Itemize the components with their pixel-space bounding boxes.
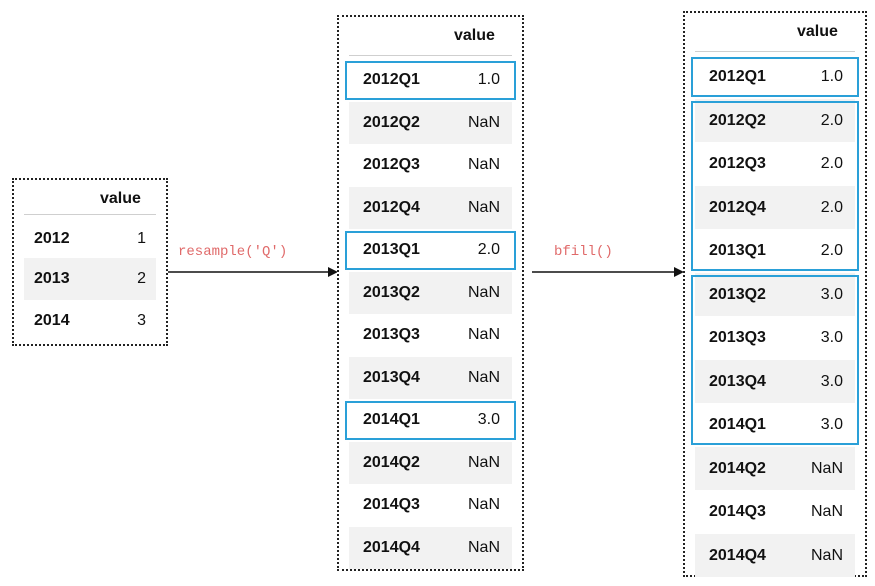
table-row: 2012Q2 NaN — [349, 101, 512, 144]
row-value: 1 — [137, 230, 146, 247]
table-row: 2012Q1 1.0 — [695, 55, 855, 99]
row-index: 2014Q1 — [363, 411, 420, 428]
row-index: 2012Q2 — [709, 111, 766, 129]
row-index: 2014 — [34, 312, 70, 329]
row-value: 3 — [137, 312, 146, 329]
table-row: 2013Q3 3.0 — [695, 316, 855, 360]
row-value: NaN — [467, 283, 500, 301]
table-row: 2014Q2 NaN — [695, 446, 855, 490]
row-index: 2012Q4 — [363, 198, 420, 216]
row-value: 1.0 — [477, 71, 500, 88]
row-value: NaN — [467, 453, 500, 471]
table-row: 2012Q3 2.0 — [695, 142, 855, 186]
row-index: 2012Q2 — [363, 113, 420, 131]
row-value: NaN — [467, 496, 500, 513]
table-row: 2014Q2 NaN — [349, 441, 512, 484]
table-row: 2012 1 — [24, 218, 156, 260]
row-value: 3.0 — [820, 285, 843, 303]
row-value: NaN — [467, 326, 500, 343]
annual-table: value 2012 1 2013 2 2014 3 — [12, 178, 168, 346]
row-index: 2013Q1 — [709, 242, 766, 259]
row-value: 3.0 — [477, 411, 500, 428]
row-index: 2014Q2 — [363, 453, 420, 471]
row-index: 2013Q3 — [709, 329, 766, 346]
table-row: 2014Q4 NaN — [349, 526, 512, 569]
table-row: 2013Q2 NaN — [349, 271, 512, 314]
row-index: 2012Q1 — [363, 71, 420, 88]
table-row: 2014 3 — [24, 300, 156, 342]
annual-table-header: value — [14, 180, 166, 214]
table-row: 2012Q1 1.0 — [349, 59, 512, 102]
step-label-resample: resample('Q') — [178, 244, 288, 260]
row-index: 2014Q1 — [709, 416, 766, 433]
table-row: 2014Q3 NaN — [349, 484, 512, 527]
table-row: 2014Q1 3.0 — [695, 403, 855, 447]
row-value: NaN — [467, 156, 500, 173]
row-index: 2013Q1 — [363, 241, 420, 258]
table-row: 2014Q1 3.0 — [349, 399, 512, 442]
row-index: 2013Q2 — [363, 283, 420, 301]
table-row: 2013Q4 3.0 — [695, 359, 855, 403]
row-value: 2.0 — [820, 198, 843, 216]
row-value: 2.0 — [477, 241, 500, 258]
resampled-table-header: value — [339, 17, 522, 51]
row-index: 2014Q2 — [709, 459, 766, 477]
row-value: 2.0 — [820, 111, 843, 129]
table-row: 2013Q4 NaN — [349, 356, 512, 399]
row-index: 2013Q4 — [363, 368, 420, 386]
row-value: 3.0 — [820, 416, 843, 433]
row-value: NaN — [810, 503, 843, 520]
row-value: NaN — [467, 198, 500, 216]
table-row: 2014Q4 NaN — [695, 533, 855, 577]
row-index: 2014Q3 — [709, 503, 766, 520]
row-value: 1.0 — [820, 68, 843, 85]
table-row: 2012Q4 NaN — [349, 186, 512, 229]
row-index: 2014Q3 — [363, 496, 420, 513]
header-rule — [24, 214, 156, 215]
row-value: 2.0 — [820, 242, 843, 259]
column-header-value: value — [100, 190, 141, 207]
row-index: 2012Q3 — [363, 156, 420, 173]
step-label-bfill: bfill() — [554, 244, 613, 260]
row-value: NaN — [467, 368, 500, 386]
table-row: 2013Q2 3.0 — [695, 272, 855, 316]
header-rule — [695, 51, 855, 52]
table-row: 2013Q3 NaN — [349, 314, 512, 357]
row-index: 2013 — [34, 270, 70, 287]
row-value: 2 — [137, 270, 146, 287]
row-index: 2013Q4 — [709, 372, 766, 390]
row-index: 2014Q4 — [363, 538, 420, 556]
row-index: 2013Q2 — [709, 285, 766, 303]
arrow-icon — [532, 267, 684, 277]
header-rule — [349, 55, 512, 56]
table-row: 2013 2 — [24, 258, 156, 300]
row-value: 3.0 — [820, 329, 843, 346]
row-index: 2013Q3 — [363, 326, 420, 343]
row-index: 2012Q4 — [709, 198, 766, 216]
table-row: 2012Q3 NaN — [349, 144, 512, 187]
row-value: NaN — [467, 538, 500, 556]
row-index: 2014Q4 — [709, 546, 766, 564]
row-value: 3.0 — [820, 372, 843, 390]
row-index: 2012Q3 — [709, 155, 766, 172]
row-value: 2.0 — [820, 155, 843, 172]
arrow-icon — [168, 267, 338, 277]
column-header-value: value — [797, 23, 838, 40]
table-row: 2012Q2 2.0 — [695, 98, 855, 142]
table-row: 2012Q4 2.0 — [695, 185, 855, 229]
table-row: 2013Q1 2.0 — [349, 229, 512, 272]
row-index: 2012Q1 — [709, 68, 766, 85]
table-row: 2013Q1 2.0 — [695, 229, 855, 273]
table-row: 2014Q3 NaN — [695, 490, 855, 534]
row-value: NaN — [810, 546, 843, 564]
column-header-value: value — [454, 27, 495, 44]
row-index: 2012 — [34, 230, 70, 247]
row-value: NaN — [467, 113, 500, 131]
row-value: NaN — [810, 459, 843, 477]
bfilled-table-header: value — [685, 13, 865, 47]
